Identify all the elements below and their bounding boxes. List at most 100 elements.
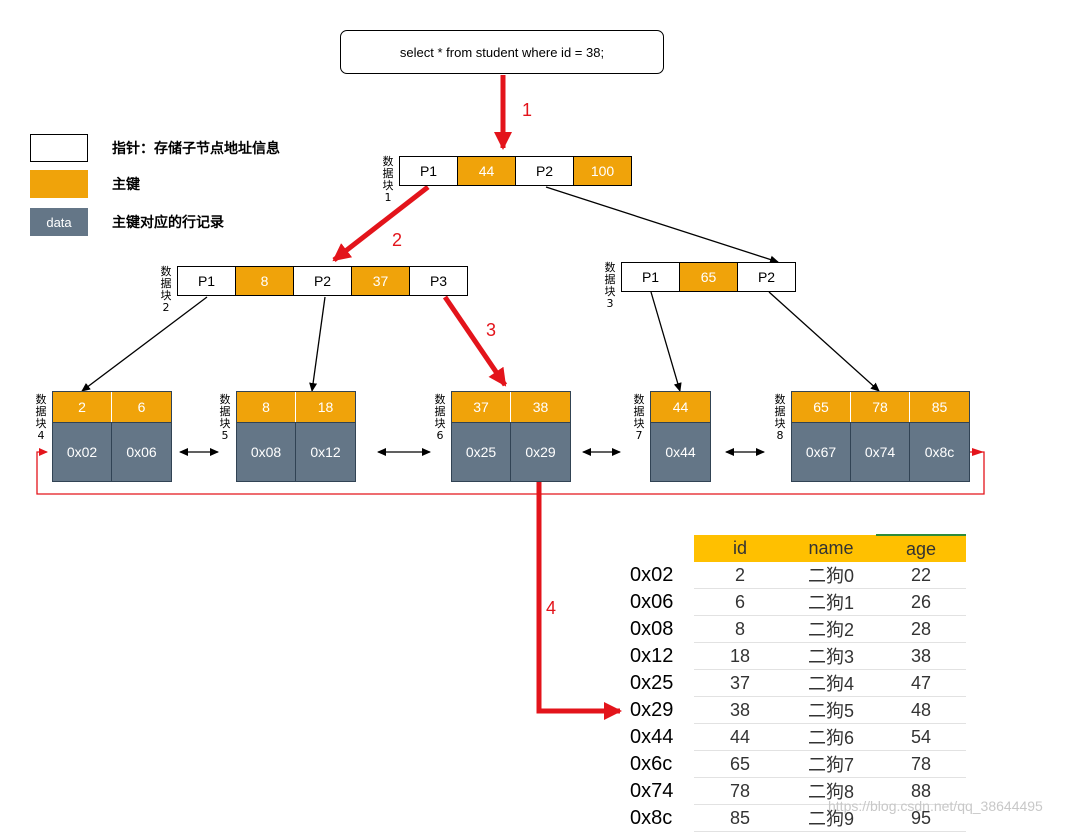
- leaf7-data: 0x44: [651, 422, 710, 481]
- block-label-5: 数据块5: [219, 393, 231, 442]
- row-address: 0x02: [630, 563, 674, 586]
- column-header-age: age: [876, 534, 966, 562]
- cell-name: 二狗0: [786, 562, 876, 589]
- leaf4-data: 0x02: [53, 422, 112, 481]
- row-address: 0x44: [630, 725, 674, 748]
- legend-swatch-pointer: [30, 134, 88, 162]
- path-arrow-3: [442, 295, 508, 387]
- row-address: 0x06: [630, 590, 674, 613]
- block2-cell-p1: P1: [177, 266, 236, 296]
- block-label-2: 数据块2: [160, 265, 172, 314]
- root-node: P1 44 P2 100: [399, 156, 632, 186]
- block3-cell-p2: P2: [737, 262, 796, 292]
- step-label-2: 2: [392, 230, 403, 250]
- leaf4-key: 6: [112, 392, 171, 422]
- block2-cell-p2: P2: [293, 266, 352, 296]
- edge-block3-leaf8: [768, 291, 880, 392]
- column-header-name: name: [786, 535, 876, 562]
- legend-item-key: 主键: [30, 170, 140, 198]
- column-header-id: id: [694, 535, 786, 562]
- leaf6-key: 38: [511, 392, 570, 422]
- row-address: 0x12: [630, 644, 674, 667]
- block-label-8: 数据块8: [774, 393, 786, 442]
- row-address: 0x74: [630, 779, 674, 802]
- edge-root-block3: [545, 186, 779, 264]
- leaf6-data: 0x25: [452, 422, 511, 481]
- legend-label-key: 主键: [112, 177, 140, 193]
- leaf5-key: 18: [296, 392, 355, 422]
- cell-id: 38: [694, 696, 786, 724]
- root-cell-key-44: 44: [457, 156, 516, 186]
- leaf4-key: 2: [53, 392, 112, 422]
- root-cell-p1: P1: [399, 156, 458, 186]
- step-label-4: 4: [546, 598, 557, 618]
- cell-age: 38: [876, 642, 966, 670]
- step-label-1: 1: [522, 100, 533, 120]
- cell-age: 47: [876, 669, 966, 697]
- query-box: select * from student where id = 38;: [340, 30, 664, 74]
- root-cell-p2: P2: [515, 156, 574, 186]
- leaf4-data: 0x06: [112, 422, 171, 481]
- legend-item-pointer: 指针：存储子节点地址信息: [30, 134, 280, 162]
- block-label-1: 数据块1: [382, 155, 394, 204]
- row-address: 0x29: [630, 698, 674, 721]
- cell-id: 8: [694, 615, 786, 643]
- cell-age: 54: [876, 723, 966, 751]
- records-header-row: id name age: [630, 534, 966, 562]
- cell-name: 二狗7: [786, 750, 876, 778]
- row-address: 0x8c: [630, 806, 673, 829]
- leaf8-data: 0x67: [792, 422, 851, 481]
- row-address: 0x25: [630, 671, 674, 694]
- block3-cell-key-65: 65: [679, 262, 738, 292]
- step-label-3: 3: [486, 320, 497, 340]
- edge-block2-leaf4: [81, 296, 208, 392]
- leaf8-key: 85: [910, 392, 969, 422]
- block2-node: P1 8 P2 37 P3: [177, 266, 468, 296]
- leaf8-key: 65: [792, 392, 851, 422]
- legend-label-data: 主键对应的行记录: [112, 215, 224, 231]
- cell-age: 78: [876, 750, 966, 778]
- cell-name: 二狗1: [786, 588, 876, 616]
- cell-id: 78: [694, 777, 786, 805]
- cell-name: 二狗3: [786, 642, 876, 670]
- cell-age: 26: [876, 588, 966, 616]
- block-label-7: 数据块7: [633, 393, 645, 442]
- block2-cell-p3: P3: [409, 266, 468, 296]
- cell-id: 44: [694, 723, 786, 751]
- block2-cell-key-8: 8: [235, 266, 294, 296]
- cell-name: 二狗5: [786, 696, 876, 724]
- path-arrow-4: [536, 482, 622, 720]
- block2-cell-key-37: 37: [351, 266, 410, 296]
- cell-age: 88: [876, 777, 966, 805]
- legend-swatch-key: [30, 170, 88, 198]
- cell-name: 二狗8: [786, 777, 876, 805]
- cell-id: 6: [694, 588, 786, 616]
- leaf6-key: 37: [452, 392, 511, 422]
- cell-age: 48: [876, 696, 966, 724]
- cell-name: 二狗6: [786, 723, 876, 751]
- leaf5-key: 8: [237, 392, 296, 422]
- legend-item-data: data 主键对应的行记录: [30, 208, 224, 236]
- leaf8-data: 0x8c: [910, 422, 969, 481]
- leaf5-data: 0x12: [296, 422, 355, 481]
- cell-id: 2: [694, 562, 786, 589]
- watermark-text: https://blog.csdn.net/qq_38644495: [828, 798, 1043, 814]
- row-address: 0x08: [630, 617, 674, 640]
- block-label-4: 数据块4: [35, 393, 47, 442]
- root-cell-key-100: 100: [573, 156, 632, 186]
- cell-id: 18: [694, 642, 786, 670]
- cell-name: 二狗4: [786, 669, 876, 697]
- leaf8-key: 78: [851, 392, 910, 422]
- leaf6-data: 0x29: [511, 422, 570, 481]
